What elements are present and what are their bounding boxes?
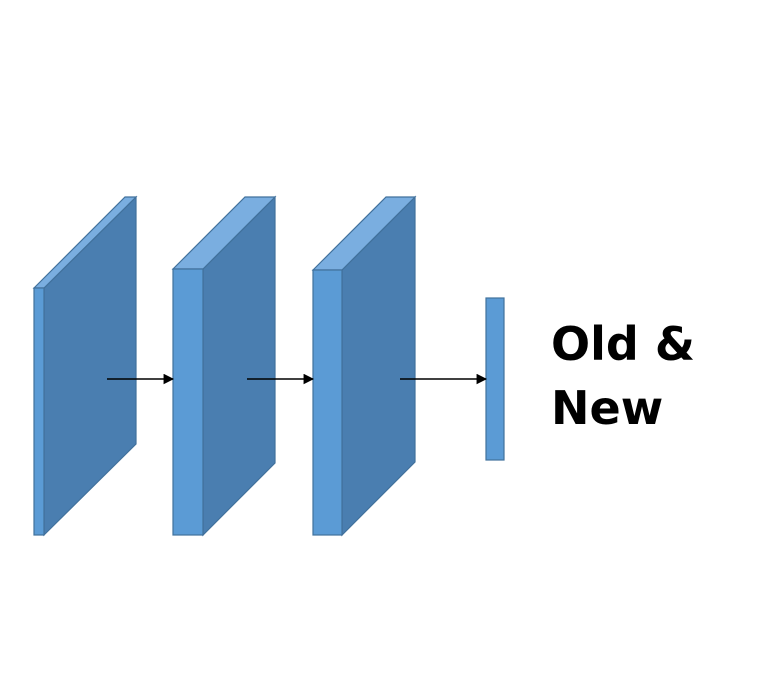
input-layer-block bbox=[32, 195, 138, 537]
output-label: Old & New bbox=[551, 312, 741, 440]
hidden-layer-1-front-face bbox=[172, 268, 204, 536]
output-label-line-1: Old & bbox=[551, 317, 695, 371]
output-label-line-2: New bbox=[551, 381, 664, 435]
hidden-layer-2-front-face bbox=[312, 269, 343, 536]
output-layer-block bbox=[485, 297, 505, 461]
hidden-layer-1-block bbox=[171, 195, 277, 537]
input-layer-front-face bbox=[33, 287, 45, 536]
hidden-layer-2-block bbox=[311, 195, 417, 537]
input-layer-side-face bbox=[43, 195, 137, 537]
